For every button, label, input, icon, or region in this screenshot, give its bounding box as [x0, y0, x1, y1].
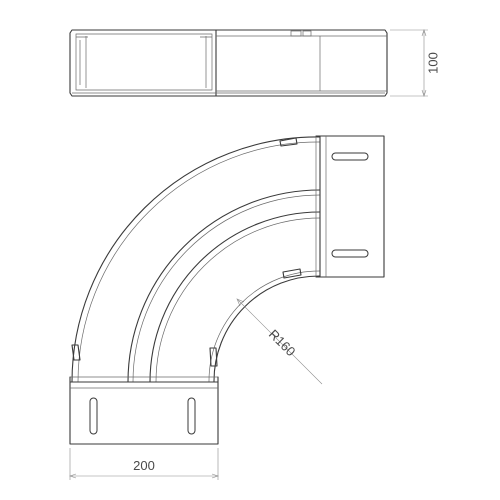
bend-rib-1: [127, 189, 321, 383]
dimension-radius: R160: [236, 298, 323, 385]
slot: [187, 397, 196, 435]
bottom-connector: [69, 376, 219, 445]
bend-plan-view: [69, 135, 385, 445]
clip-tab: [282, 268, 302, 279]
top-view-outline: [69, 29, 388, 97]
top-view: [69, 29, 388, 97]
bend-outer-edge: [71, 136, 321, 383]
dimension-width-label: 200: [133, 458, 155, 473]
right-connector: [315, 135, 385, 278]
slot: [331, 249, 369, 258]
dimension-radius-label: R160: [266, 327, 299, 360]
slot: [331, 152, 369, 161]
bend-rib-2: [149, 211, 321, 383]
dimension-width: 200: [69, 448, 219, 480]
dimension-height: 100: [390, 29, 440, 97]
slot: [89, 397, 98, 435]
clip-tab: [279, 137, 298, 147]
top-view-channel: [75, 33, 213, 91]
clip-tab: [209, 347, 218, 367]
dimension-height-label: 100: [425, 52, 440, 74]
clip-tab: [71, 344, 81, 361]
